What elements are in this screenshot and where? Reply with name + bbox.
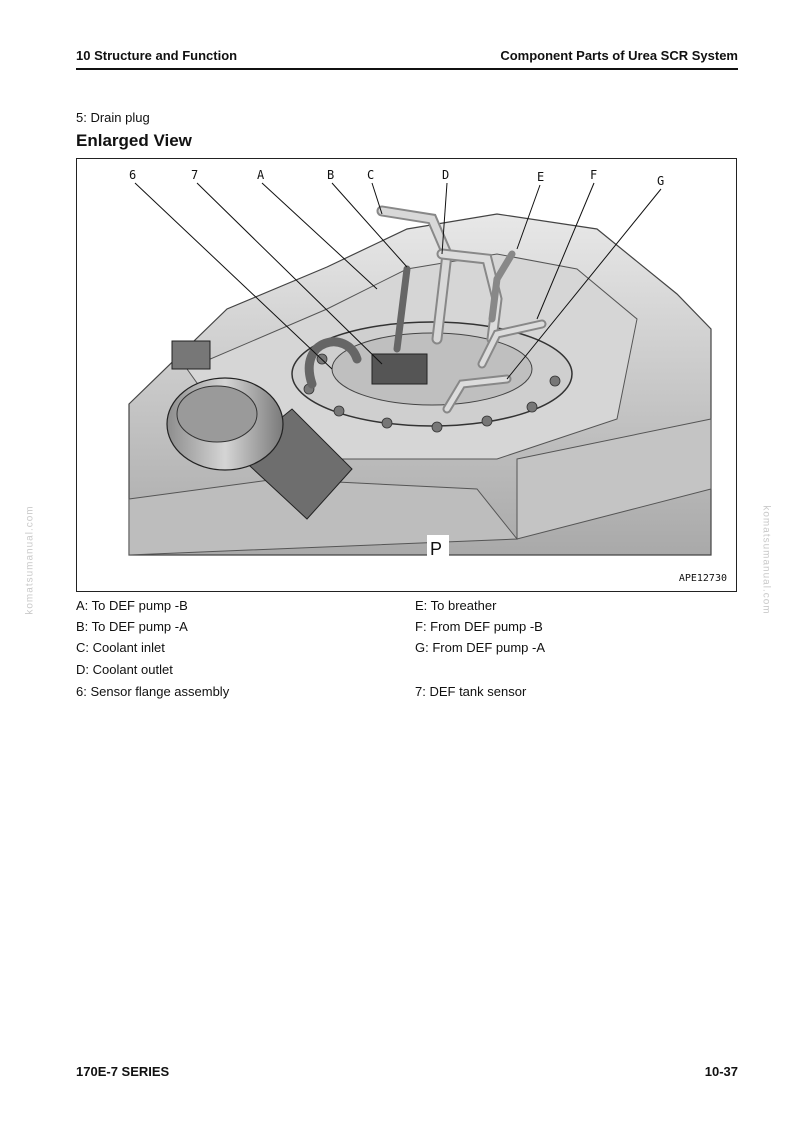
view-marker-bg <box>427 535 449 559</box>
legend-item: E: To breather <box>415 598 497 613</box>
legend-item: C: Coolant inlet <box>76 640 165 655</box>
view-marker: P <box>430 539 442 559</box>
side-connector <box>171 340 211 370</box>
figure-code: APE12730 <box>678 573 727 584</box>
callout-c: C <box>367 168 374 182</box>
tank-lower-step <box>128 478 519 556</box>
legend-item: 7: DEF tank sensor <box>415 684 527 699</box>
coolant-pipes <box>304 205 547 414</box>
section-header: Component Parts of Urea SCR System <box>500 48 738 63</box>
def-tank-sensor-box <box>371 353 428 385</box>
page-number: 10-37 <box>704 1064 738 1079</box>
section-title: Enlarged View <box>76 131 192 150</box>
leader-lines <box>134 182 662 380</box>
enlarged-view-figure: 6 7 A B C D E F G P APE12730 <box>76 158 737 592</box>
series-footer: 170E-7 SERIES <box>76 1064 170 1079</box>
tank-illustration: 6 7 A B C D E F G P <box>128 168 712 559</box>
legend-item: G: From DEF pump -A <box>415 640 546 655</box>
intro-line: 5: Drain plug <box>76 110 150 125</box>
legend-item: D: Coolant outlet <box>76 662 173 677</box>
legend-item: B: To DEF pump -A <box>76 619 188 634</box>
filler-cap-top <box>176 385 258 443</box>
chapter-header: 10 Structure and Function <box>76 48 238 63</box>
callout-6: 6 <box>129 168 136 182</box>
callout-e: E <box>537 170 544 184</box>
legend-item: 6: Sensor flange assembly <box>76 684 230 699</box>
callout-d: D <box>442 168 449 182</box>
legend-item: A: To DEF pump -B <box>76 598 188 613</box>
callout-a: A <box>257 168 265 182</box>
callout-g: G <box>657 174 664 188</box>
legend-item: F: From DEF pump -B <box>415 619 543 634</box>
callout-7: 7 <box>191 168 198 182</box>
callout-b: B <box>327 168 334 182</box>
watermark-left: komatsumanual.com <box>24 505 36 615</box>
watermark-right: komatsumanual.com <box>760 505 772 615</box>
header-rule <box>76 68 738 70</box>
flange-bolts <box>303 353 561 433</box>
callout-f: F <box>590 168 597 182</box>
tank-side-ridge <box>516 418 712 540</box>
